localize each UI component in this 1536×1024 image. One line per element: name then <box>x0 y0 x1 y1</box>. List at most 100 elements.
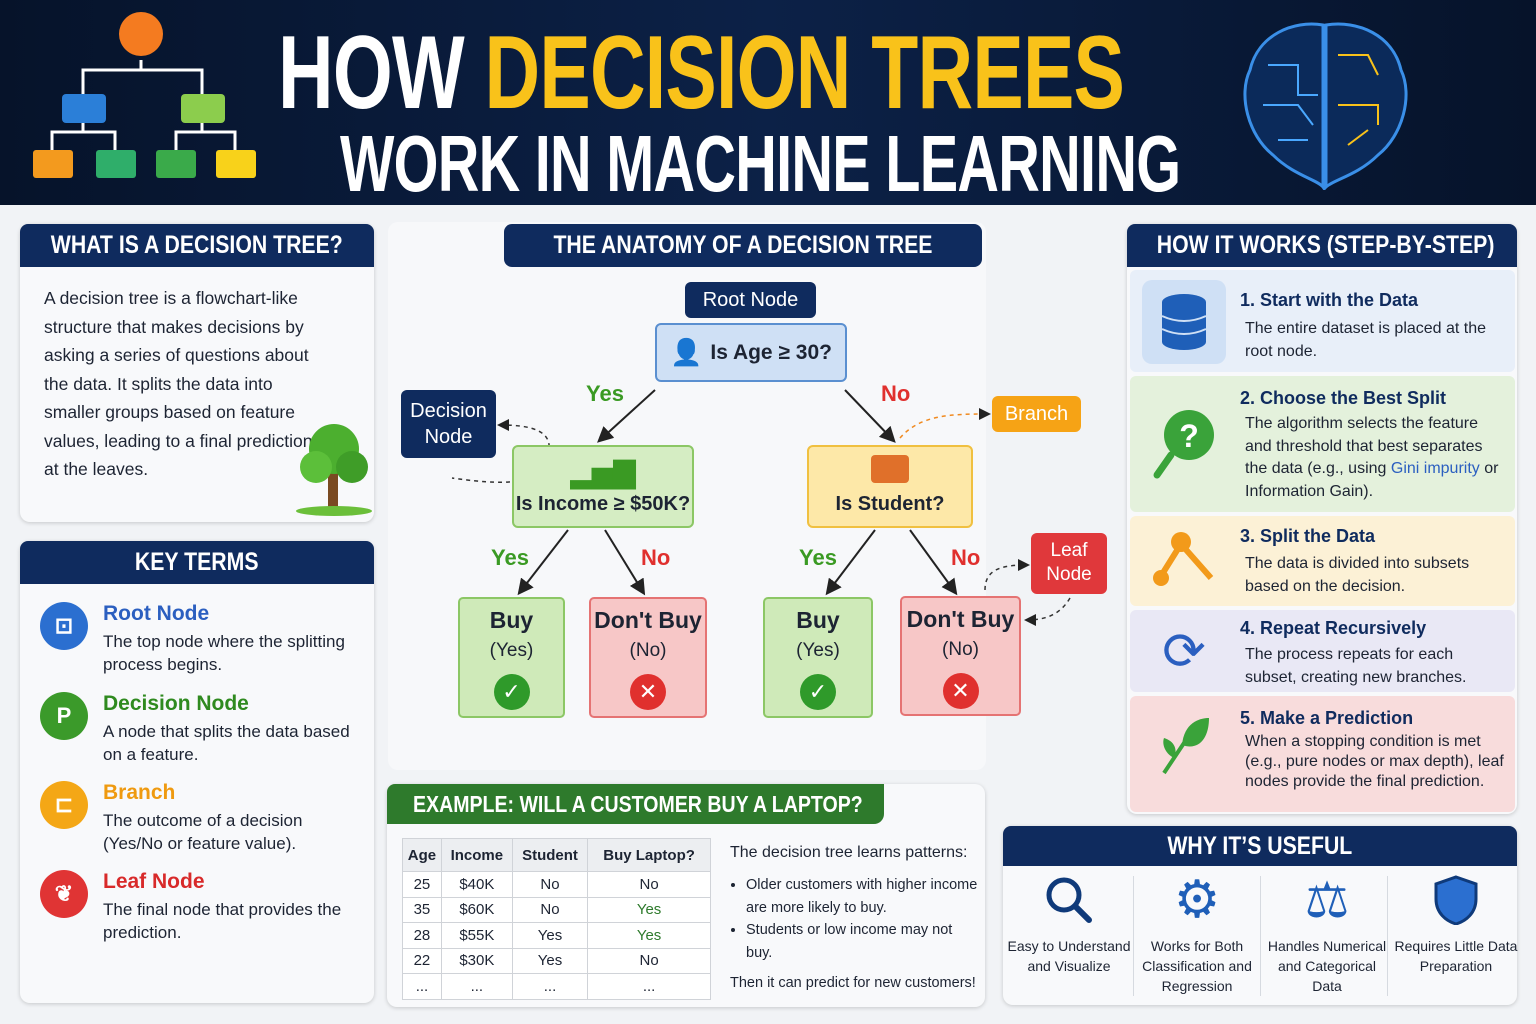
leaf-dont-buy-no: Don't Buy(No)✕ <box>589 597 707 718</box>
benefit-both: ⚙ Works for Both Classification and Regre… <box>1133 870 1261 996</box>
root-node-label: Root Node <box>685 282 816 318</box>
leaf-buy-yes: Buy (Yes) ✓ <box>763 597 873 718</box>
student-decision-node: Is Student? <box>807 445 973 528</box>
cell: $55K <box>440 922 513 949</box>
cell: $30K <box>440 947 513 974</box>
pattern-item: Older customers with higher income are m… <box>746 874 978 919</box>
benefit-data-types: ⚖Handles Numerical and Categorical Data <box>1263 870 1391 996</box>
anatomy-title: THE ANATOMY OF A DECISION TREE <box>504 224 982 267</box>
pattern-item: Students or low income may not buy. <box>746 919 978 964</box>
benefit-label: Handles Numerical and Categorical Data <box>1267 938 1387 994</box>
branch-label: Branch <box>992 396 1081 432</box>
cell: $40K <box>440 871 513 898</box>
leaf-title: Buy <box>796 607 840 633</box>
cell: No <box>587 871 711 898</box>
node-question: Is Income ≥ $50K? <box>515 493 691 515</box>
section-title: WHY IT’S USEFUL <box>1003 826 1517 866</box>
user-icon: 👤 <box>670 337 703 367</box>
root-question: Is Age ≥ 30? <box>710 340 832 364</box>
learns-heading: The decision tree learns patterns: <box>730 844 968 861</box>
cell: No <box>511 896 589 923</box>
no-label: No <box>951 545 981 570</box>
step-title: 3. Split the Data <box>1240 526 1376 546</box>
tree-icon <box>296 424 372 516</box>
table-row: ............ <box>402 973 711 1000</box>
term-desc: The final node that provides the predict… <box>103 900 342 942</box>
leaf-dont-buy-no: Don't Buy(No)✕ <box>900 596 1021 716</box>
step-desc: The process repeats for each subset, cre… <box>1245 646 1467 686</box>
leaf-icon: ❦ <box>40 870 88 918</box>
col-header: Income <box>440 838 513 872</box>
cell: Yes <box>587 896 711 923</box>
briefcase-icon <box>871 455 909 483</box>
x-icon: ✕ <box>630 674 666 710</box>
split-icon <box>1142 519 1226 603</box>
shield-icon <box>1392 870 1520 930</box>
benefit-label: Works for Both Classification and Regres… <box>1142 938 1252 994</box>
benefit-little-prep: Requires Little Data Preparation <box>1392 870 1520 976</box>
yes-label: Yes <box>491 545 529 570</box>
step-desc: The entire dataset is placed at the root… <box>1245 320 1487 360</box>
bar-chart-icon: ▂▅▇ <box>570 457 636 488</box>
what-is-panel: WHAT IS A DECISION TREE? A decision tree… <box>20 224 374 522</box>
leaf-sub: (Yes) <box>489 640 534 661</box>
step-5: 5. Make a Prediction When a stopping con… <box>1130 696 1515 812</box>
step-title: 2. Choose the Best Split <box>1240 388 1447 408</box>
col-header: Buy Laptop? <box>587 838 711 872</box>
step-title: 4. Repeat Recursively <box>1240 618 1427 638</box>
leaf-title: Buy <box>489 607 534 633</box>
step-title: 1. Start with the Data <box>1240 290 1419 310</box>
cell: 22 <box>402 947 442 974</box>
cell: $60K <box>440 896 513 923</box>
term-label: Leaf Node <box>103 870 205 893</box>
brain-circuit-icon <box>1243 22 1408 190</box>
no-label: No <box>641 545 671 570</box>
term-desc: The top node where the splitting process… <box>103 632 345 674</box>
decision-node-icon: P <box>40 692 88 740</box>
definition-text: A decision tree is a flowchart-like stru… <box>44 288 313 479</box>
step-2: ? 2. Choose the Best Split The algorithm… <box>1130 376 1515 512</box>
title-line-1: HOW DECISION TREES <box>278 15 1125 131</box>
term-desc: The outcome of a decision (Yes/No or fea… <box>103 811 303 853</box>
cell: Yes <box>511 922 589 949</box>
root-node: 👤 Is Age ≥ 30? <box>655 323 847 382</box>
step-title: 5. Make a Prediction <box>1240 708 1414 728</box>
cell: ... <box>402 973 442 1000</box>
leaf-sub: (No) <box>942 639 979 660</box>
leaf-buy-yes: Buy (Yes) ✓ <box>458 597 565 718</box>
cell: 25 <box>402 871 442 898</box>
root-node-icon: ⊡ <box>40 602 88 650</box>
leaf-sub: (No) <box>629 640 667 661</box>
check-icon: ✓ <box>493 674 530 710</box>
cell: ... <box>511 973 589 1000</box>
repeat-icon: ⟳ <box>1162 623 1206 681</box>
magnifier-icon <box>1005 870 1133 930</box>
leaf-sub: (Yes) <box>796 640 840 661</box>
example-title: EXAMPLE: WILL A CUSTOMER BUY A LAPTOP? <box>387 784 884 824</box>
check-icon: ✓ <box>800 674 836 710</box>
cell: No <box>587 947 711 974</box>
cell: No <box>511 871 589 898</box>
gear-icon: ⚙ <box>1173 871 1221 929</box>
cell: 28 <box>402 922 442 949</box>
cell: ... <box>440 973 513 1000</box>
step-3: 3. Split the Data The data is divided in… <box>1130 516 1515 606</box>
node-question: Is Student? <box>835 493 945 515</box>
col-header: Student <box>511 838 589 872</box>
question-magnifier-icon: ? <box>1142 401 1226 485</box>
step-desc: When a stopping condition is met (e.g., … <box>1245 733 1504 790</box>
term-desc: A node that splits the data based on a f… <box>103 722 350 764</box>
benefit-label: Requires Little Data Preparation <box>1394 938 1518 974</box>
step-4: ⟳ 4. Repeat Recursively The process repe… <box>1130 610 1515 692</box>
section-title: HOW IT WORKS (STEP-BY-STEP) <box>1127 224 1517 267</box>
leaf-node-label: Leaf Node <box>1031 533 1107 594</box>
